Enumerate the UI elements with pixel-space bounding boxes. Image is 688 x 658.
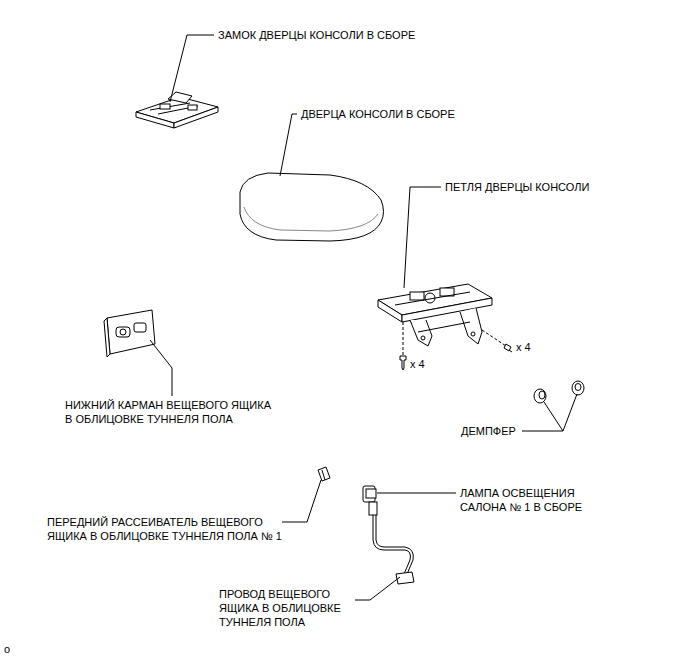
- part-name: ДЕМПФЕР: [461, 424, 516, 438]
- part-name: ЛАМПА ОСВЕЩЕНИЯ САЛОНА № 1 В СБОРЕ: [460, 486, 585, 514]
- part-name: ДВЕРЦА КОНСОЛИ В СБОРЕ: [301, 107, 455, 121]
- diffuser: [318, 467, 330, 481]
- page-mark: o: [4, 642, 10, 656]
- room-light: [363, 486, 376, 502]
- wire: [369, 502, 414, 584]
- quantity: x 4: [516, 340, 531, 354]
- console-door: [240, 173, 384, 241]
- part-name: ПРОВОД ВЕЩЕВОГО ЯЩИКА В ОБЛИЦОВКЕ ТУННЕЛ…: [219, 587, 343, 629]
- part-name: ПЕРЕДНИЙ РАССЕИВАТЕЛЬ ВЕЩЕВОГО ЯЩИКА В О…: [47, 515, 284, 543]
- door-hinge: [378, 284, 492, 346]
- damper: [534, 381, 584, 403]
- screw: [400, 322, 512, 370]
- part-name: НИЖНИЙ КАРМАН ВЕЩЕВОГО ЯЩИКА В ОБЛИЦОВКЕ…: [65, 398, 273, 426]
- leader-line: [150, 35, 577, 600]
- part-name: ПЕТЛЯ ДВЕРЦЫ КОНСОЛИ: [445, 180, 589, 194]
- pocket: [104, 310, 155, 357]
- door-lock: [136, 92, 218, 128]
- part-name: ЗАМОК ДВЕРЦЫ КОНСОЛИ В СБОРЕ: [218, 28, 415, 42]
- quantity: x 4: [410, 357, 425, 371]
